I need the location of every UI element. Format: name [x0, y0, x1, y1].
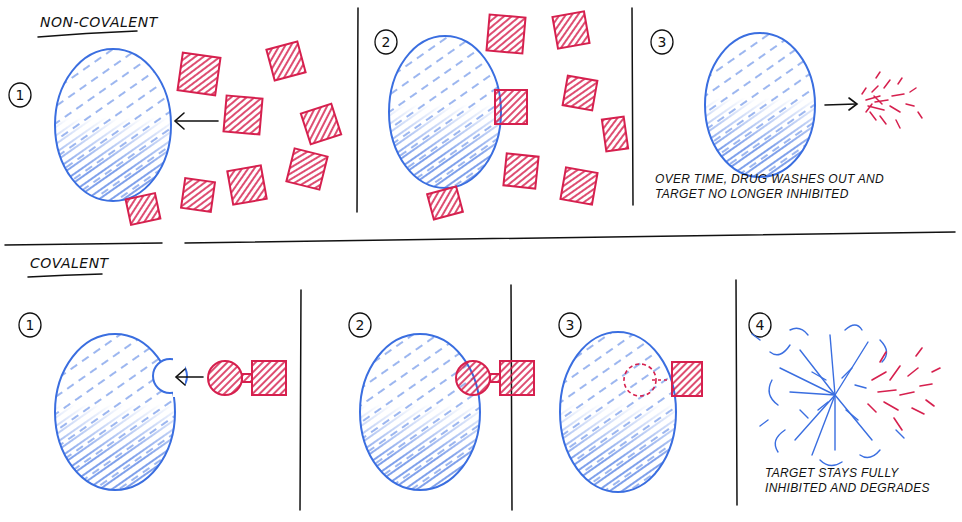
note: OVER TIME, DRUG WASHES OUT AND TARGET NO…: [655, 172, 905, 202]
callout-number: 3: [652, 33, 672, 51]
callout-number: 1: [20, 316, 40, 334]
callout-number: 4: [750, 316, 770, 334]
section-title: NON-COVALENT: [40, 14, 158, 30]
callout-number: 3: [560, 316, 580, 334]
callout-number: 1: [10, 86, 30, 104]
target-protein: [55, 49, 171, 201]
note: TARGET STAYS FULLY INHIBITED AND DEGRADE…: [765, 466, 955, 496]
callout-number: 2: [350, 316, 370, 334]
callout-number: 2: [376, 33, 396, 51]
section-title: COVALENT: [30, 255, 109, 271]
